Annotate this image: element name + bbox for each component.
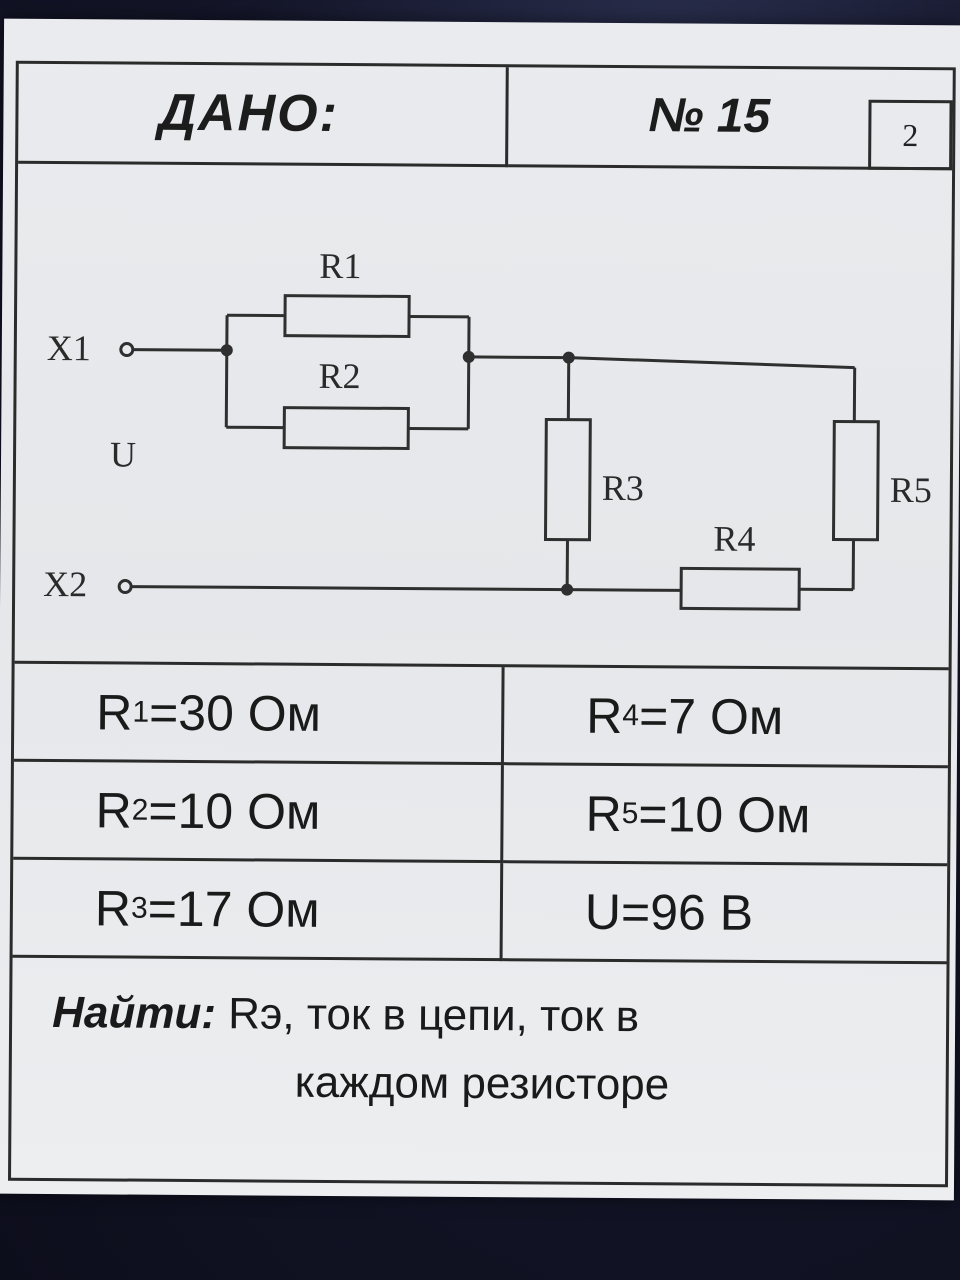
value-voltage: U=96 В bbox=[502, 863, 948, 965]
resistor-r5 bbox=[831, 419, 880, 542]
resistor-r2 bbox=[282, 406, 410, 451]
terminal-x2-label: X2 bbox=[43, 564, 87, 604]
resistor-r2-label: R2 bbox=[318, 356, 360, 396]
resistor-r4-label: R4 bbox=[713, 519, 755, 559]
resistor-r3-label: R3 bbox=[602, 468, 644, 508]
resistor-r3 bbox=[543, 417, 592, 542]
junction-dot bbox=[562, 351, 575, 364]
resistor-r4 bbox=[679, 566, 801, 611]
find-section: Найти: Rэ, ток в цепи, ток в каждом рези… bbox=[51, 979, 932, 1121]
task-number-cell: № 15 2 bbox=[508, 67, 953, 171]
terminal-x2-node bbox=[117, 579, 133, 595]
given-header-cell: ДАНО: bbox=[18, 63, 509, 168]
circuit-diagram: X1 X2 U R1 R2 R3 R4 R5 bbox=[43, 246, 932, 611]
page-number-box: 2 bbox=[868, 99, 953, 171]
terminal-x1-node bbox=[119, 342, 135, 358]
terminal-x1-label: X1 bbox=[47, 328, 91, 368]
resistor-r5-label: R5 bbox=[890, 470, 932, 510]
task-sheet: ДАНО: № 15 2 bbox=[8, 60, 956, 1188]
junction-dot bbox=[561, 583, 574, 596]
resistor-r1 bbox=[283, 294, 411, 339]
task-card: ДАНО: № 15 2 bbox=[0, 18, 960, 1201]
resistor-r1-label: R1 bbox=[319, 246, 361, 286]
voltage-label: U bbox=[110, 434, 136, 474]
find-text-line2: каждом резисторе bbox=[294, 1057, 670, 1110]
task-number: № 15 bbox=[648, 89, 771, 144]
find-label: Найти: bbox=[52, 988, 217, 1039]
junction-dot bbox=[462, 350, 475, 363]
find-text-line1: Rэ, ток в цепи, ток в bbox=[228, 989, 640, 1042]
given-label: ДАНО: bbox=[158, 83, 340, 144]
junction-dot bbox=[220, 344, 233, 357]
